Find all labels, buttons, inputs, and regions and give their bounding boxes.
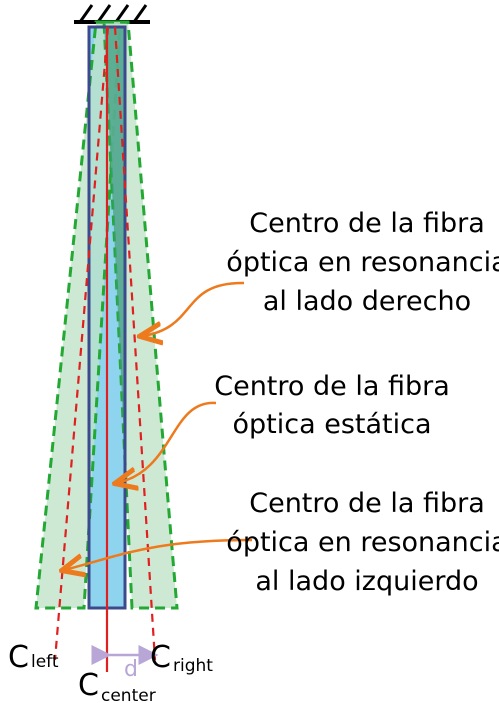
- svg-text:C: C: [8, 640, 29, 675]
- svg-text:óptica en resonancia: óptica en resonancia: [226, 527, 499, 558]
- symbol-c-left: C left: [8, 640, 59, 675]
- svg-text:óptica estática: óptica estática: [232, 409, 431, 440]
- arrow-left-resonance: [64, 538, 253, 570]
- arrow-static: [117, 401, 217, 483]
- distance-marker: d: [91, 645, 159, 682]
- svg-text:al lado izquierdo: al lado izquierdo: [255, 566, 478, 597]
- svg-text:C: C: [150, 640, 171, 675]
- annotation-left-resonance: Centro de la fibra óptica en resonancia …: [226, 488, 499, 597]
- center-line-right: [113, 26, 157, 661]
- symbol-c-right: C right: [150, 640, 213, 676]
- svg-text:al lado derecho: al lado derecho: [263, 286, 471, 317]
- svg-text:C: C: [78, 668, 99, 703]
- svg-text:Centro de la fibra: Centro de la fibra: [214, 371, 450, 402]
- symbol-c-center: C center: [78, 668, 156, 703]
- arrow-right-resonance: [142, 281, 245, 336]
- annotation-static: Centro de la fibra óptica estática: [214, 371, 450, 440]
- svg-text:right: right: [173, 656, 213, 676]
- svg-text:left: left: [31, 652, 59, 672]
- distance-label: d: [124, 657, 138, 682]
- static-fiber-outline: [87, 25, 127, 610]
- svg-text:Centro de la fibra: Centro de la fibra: [249, 208, 485, 239]
- center-line-left: [53, 26, 110, 661]
- svg-text:Centro de la fibra: Centro de la fibra: [249, 488, 485, 519]
- svg-text:óptica en resonancia: óptica en resonancia: [226, 247, 499, 278]
- svg-text:center: center: [101, 686, 156, 703]
- fixed-support: [74, 4, 150, 24]
- annotation-right-resonance: Centro de la fibra óptica en resonancia …: [226, 208, 499, 317]
